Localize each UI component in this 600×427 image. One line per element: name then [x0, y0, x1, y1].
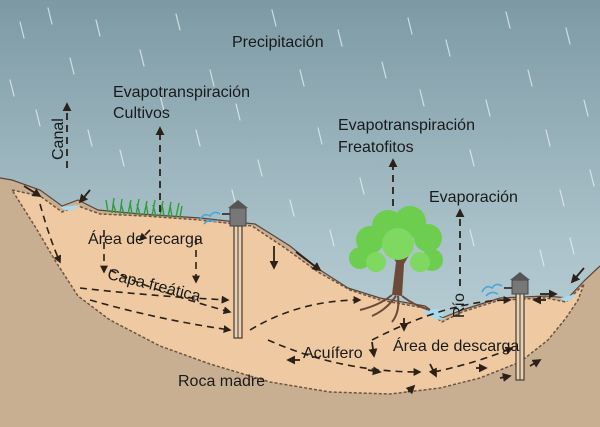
water-splash-icon — [481, 283, 503, 297]
label-canal: Canal — [50, 118, 67, 160]
label-acuifero: Acuífero — [303, 345, 363, 362]
label-cultivos: Cultivos — [113, 105, 170, 122]
well-pump-icon — [504, 272, 530, 381]
label-rio: Río — [451, 293, 468, 318]
label-freatofitos: Freatofitos — [338, 139, 414, 156]
surface-flow-arrows — [23, 185, 585, 395]
rain — [9, 7, 595, 267]
groundwater-flow-arrows — [39, 203, 514, 376]
canal-water — [60, 205, 80, 211]
label-area-descarga: Área de descarga — [393, 338, 520, 355]
soil-layer — [10, 188, 585, 395]
label-roca-madre: Roca madre — [178, 373, 266, 390]
label-evapotranspiracion-freatofitos: Evapotranspiración — [338, 117, 475, 134]
grass-icon — [105, 197, 183, 218]
water-splash-icon — [199, 211, 221, 225]
evapotranspiration-arrows — [62, 102, 465, 286]
label-evaporacion: Evaporación — [429, 189, 518, 206]
well-pump-icon — [222, 200, 248, 339]
tree-icon — [349, 206, 443, 323]
label-area-recarga: Área de recarga — [88, 231, 203, 248]
stream-water — [560, 294, 576, 302]
label-precipitacion: Precipitación — [232, 34, 324, 51]
label-evapotranspiracion-cultivos: Evapotranspiración — [113, 84, 250, 101]
